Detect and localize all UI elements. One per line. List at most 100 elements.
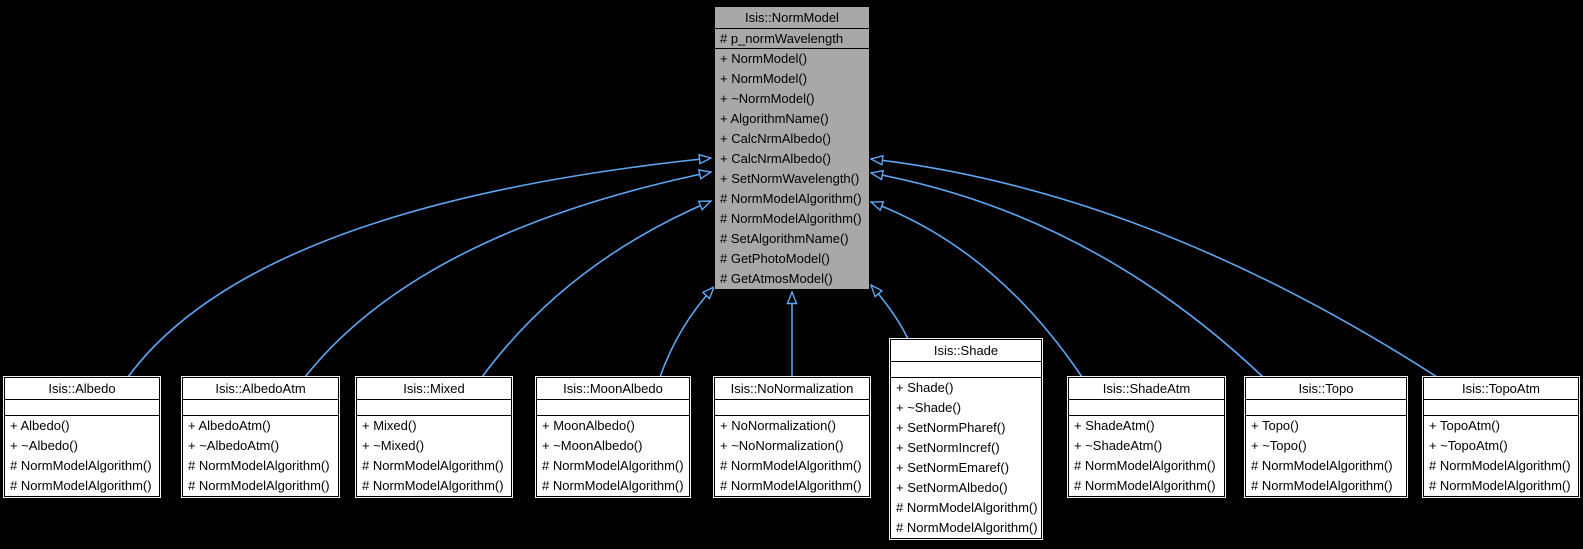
class-member: + ~MoonAlbedo() <box>542 438 643 453</box>
class-member: + Shade() <box>896 380 954 395</box>
derived-class-box-topo[interactable]: Isis::Topo + Topo()+ ~Topo()# NormModelA… <box>1245 377 1407 497</box>
class-member: # NormModelAlgorithm() <box>1429 458 1571 473</box>
class-member: + AlbedoAtm() <box>188 418 271 433</box>
class-methods: + Topo() + ~Topo() # NormModelAlgorithm() #… <box>1246 416 1406 496</box>
class-member: + CalcNrmAlbedo() <box>720 151 831 166</box>
edge-moonalbedo-to-normmodel <box>659 287 714 378</box>
class-member: + ~ShadeAtm() <box>1074 438 1163 453</box>
class-member: # NormModelAlgorithm() <box>188 458 330 473</box>
class-member: # NormModelAlgorithm() <box>10 478 152 493</box>
class-title[interactable]: Isis::NormModel <box>715 7 869 29</box>
class-title[interactable]: Isis::Topo <box>1246 378 1406 400</box>
class-methods: + NoNormalization() + ~NoNormalization() #… <box>715 416 869 496</box>
class-member: # NormModelAlgorithm() <box>10 458 152 473</box>
class-member: + ~AlbedoAtm() <box>188 438 280 453</box>
class-attributes-empty <box>357 400 511 416</box>
class-member: + MoonAlbedo() <box>542 418 635 433</box>
derived-class-box-moonalbedo[interactable]: Isis::MoonAlbedo + MoonAlbedo()+ ~MoonAl… <box>536 377 690 497</box>
class-attributes-empty <box>1069 400 1224 416</box>
class-member: # NormModelAlgorithm() <box>362 458 504 473</box>
class-member: + ~Albedo() <box>10 438 78 453</box>
class-attributes-empty <box>537 400 689 416</box>
class-member: + SetNormWavelength() <box>720 171 860 186</box>
edge-shadeatm-to-normmodel <box>871 202 1083 378</box>
edge-mixed-to-normmodel <box>481 201 711 378</box>
class-member: # GetAtmosModel() <box>720 271 833 286</box>
class-member: # NormModelAlgorithm() <box>1429 478 1571 493</box>
class-attributes-empty <box>1424 400 1578 416</box>
class-methods: + NormModel() + NormModel() + ~NormModel()… <box>715 49 869 289</box>
class-title[interactable]: Isis::MoonAlbedo <box>537 378 689 400</box>
class-member: + ~TopoAtm() <box>1429 438 1508 453</box>
class-member: # NormModelAlgorithm() <box>542 458 684 473</box>
class-title[interactable]: Isis::Mixed <box>357 378 511 400</box>
class-member: # NormModelAlgorithm() <box>720 191 862 206</box>
edge-albedo-to-normmodel <box>127 158 711 378</box>
class-member: + NormModel() <box>720 51 808 66</box>
class-member: # NormModelAlgorithm() <box>720 478 862 493</box>
edge-albedoatm-to-normmodel <box>304 172 711 378</box>
class-member: + Topo() <box>1251 418 1299 433</box>
class-member: # NormModelAlgorithm() <box>720 458 862 473</box>
class-member: + ~Shade() <box>896 400 962 415</box>
class-member: + SetNormPharef() <box>896 420 1006 435</box>
class-methods: + MoonAlbedo() + ~MoonAlbedo() # NormModel… <box>537 416 689 496</box>
edge-topo-to-normmodel <box>871 173 1264 378</box>
class-member: # NormModelAlgorithm() <box>896 500 1038 515</box>
derived-class-box-shadeatm[interactable]: Isis::ShadeAtm + ShadeAtm()+ ~ShadeAtm()… <box>1068 377 1225 497</box>
class-member: # SetAlgorithmName() <box>720 231 849 246</box>
class-attribute: # p_normWavelength <box>720 31 844 46</box>
class-member: + ShadeAtm() <box>1074 418 1155 433</box>
class-member: + Mixed() <box>362 418 417 433</box>
class-member: # GetPhotoModel() <box>720 251 830 266</box>
class-member: + ~NormModel() <box>720 91 815 106</box>
class-title[interactable]: Isis::NoNormalization <box>715 378 869 400</box>
class-attributes-empty <box>1246 400 1406 416</box>
class-title[interactable]: Isis::AlbedoAtm <box>183 378 338 400</box>
class-title[interactable]: Isis::Shade <box>891 340 1041 362</box>
class-member: # NormModelAlgorithm() <box>1074 458 1216 473</box>
base-class-box-normmodel[interactable]: Isis::NormModel # p_normWavelength + Nor… <box>714 6 870 290</box>
class-methods: + Albedo() + ~Albedo() # NormModelAlgorith… <box>5 416 159 496</box>
class-member: # NormModelAlgorithm() <box>188 478 330 493</box>
class-attributes: # p_normWavelength <box>715 29 869 49</box>
class-member: + NoNormalization() <box>720 418 836 433</box>
class-attributes-empty <box>183 400 338 416</box>
class-member: + ~NoNormalization() <box>720 438 844 453</box>
derived-class-box-mixed[interactable]: Isis::Mixed + Mixed()+ ~Mixed()# NormMod… <box>356 377 512 497</box>
edge-topoatm-to-normmodel <box>871 159 1438 378</box>
class-member: # NormModelAlgorithm() <box>720 211 862 226</box>
derived-class-box-shade[interactable]: Isis::Shade + Shade()+ ~Shade()+ SetNorm… <box>890 339 1042 539</box>
class-member: + AlgorithmName() <box>720 111 829 126</box>
class-member: # NormModelAlgorithm() <box>542 478 684 493</box>
class-member: # NormModelAlgorithm() <box>1074 478 1216 493</box>
class-member: + TopoAtm() <box>1429 418 1500 433</box>
class-title[interactable]: Isis::ShadeAtm <box>1069 378 1224 400</box>
class-member: + CalcNrmAlbedo() <box>720 131 831 146</box>
class-member: # NormModelAlgorithm() <box>896 520 1038 535</box>
derived-class-box-topoatm[interactable]: Isis::TopoAtm + TopoAtm()+ ~TopoAtm()# N… <box>1423 377 1579 497</box>
class-title[interactable]: Isis::Albedo <box>5 378 159 400</box>
class-member: + Albedo() <box>10 418 70 433</box>
class-member: + NormModel() <box>720 71 808 86</box>
class-member: + SetNormIncref() <box>896 440 1000 455</box>
class-methods: + TopoAtm() + ~TopoAtm() # NormModelAlgori… <box>1424 416 1578 496</box>
class-methods: + Mixed() + ~Mixed() # NormModelAlgorithm(… <box>357 416 511 496</box>
class-title[interactable]: Isis::TopoAtm <box>1424 378 1578 400</box>
class-attributes-empty <box>5 400 159 416</box>
derived-class-box-nonormalization[interactable]: Isis::NoNormalization + NoNormalization(… <box>714 377 870 497</box>
class-member: # NormModelAlgorithm() <box>362 478 504 493</box>
class-methods: + Shade() + ~Shade() + SetNormPharef() + Se… <box>891 378 1041 538</box>
class-member: # NormModelAlgorithm() <box>1251 458 1393 473</box>
class-member: + ~Topo() <box>1251 438 1307 453</box>
class-attributes-empty <box>891 362 1041 378</box>
derived-class-box-albedoatm[interactable]: Isis::AlbedoAtm + AlbedoAtm()+ ~AlbedoAt… <box>182 377 339 497</box>
derived-class-box-albedo[interactable]: Isis::Albedo + Albedo()+ ~Albedo()# Norm… <box>4 377 160 497</box>
class-member: # NormModelAlgorithm() <box>1251 478 1393 493</box>
edge-shade-to-normmodel <box>871 285 909 340</box>
class-attributes-empty <box>715 400 869 416</box>
class-member: + ~Mixed() <box>362 438 425 453</box>
class-methods: + ShadeAtm() + ~ShadeAtm() # NormModelAlgo… <box>1069 416 1224 496</box>
